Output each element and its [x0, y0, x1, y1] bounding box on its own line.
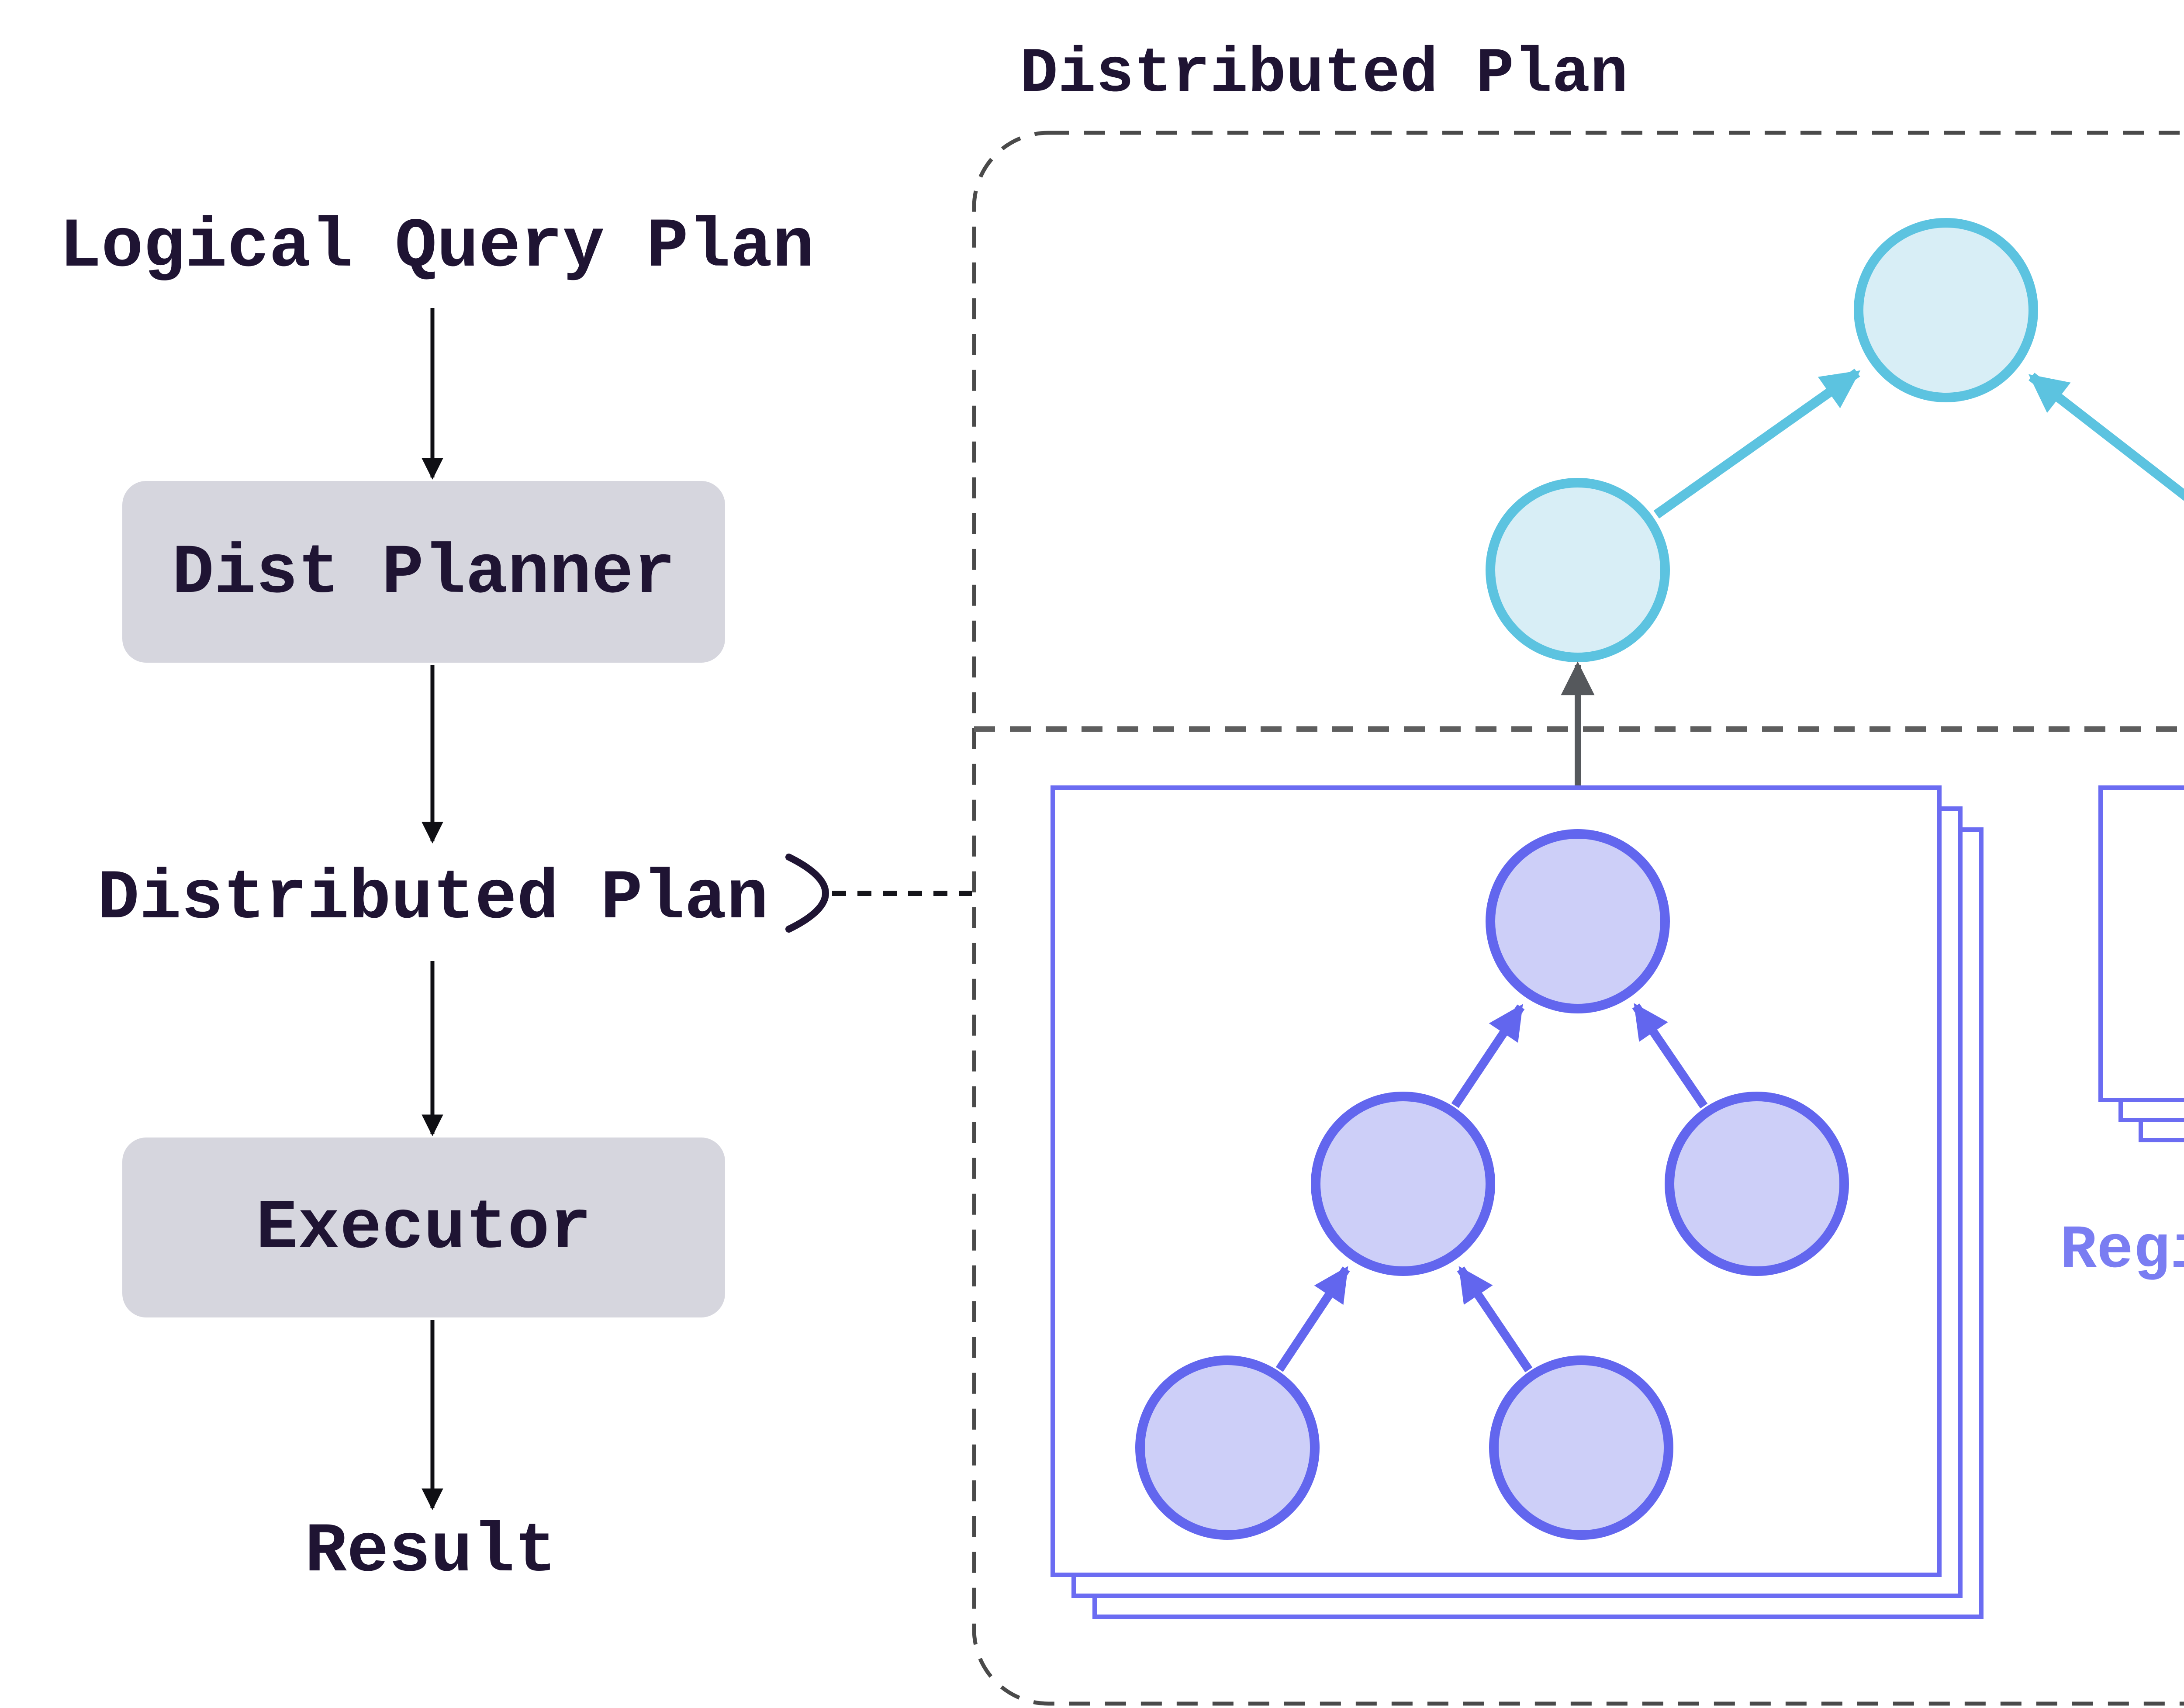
distributed-plan-container [972, 131, 2184, 1706]
datanode-node-mid-left [1311, 1092, 1495, 1276]
flowchart-panel: Logical Query Plan Dist Planner Distribu… [59, 208, 972, 1592]
region-stack-right [2098, 785, 2184, 1142]
datanode-edge-arrow-icon [1457, 1266, 1533, 1373]
distributed-plan-title: Distributed Plan [1020, 38, 1628, 110]
datanode-node-leaf-left [1135, 1355, 1320, 1540]
distributed-plan-label: Distributed Plan [97, 860, 768, 939]
executor-label: Executor [256, 1189, 591, 1269]
dist-planner-label: Dist Planner [172, 534, 675, 613]
datanode-node-mid-right [1665, 1092, 1849, 1276]
datanode-edge-arrow-icon [1632, 1003, 1708, 1109]
datanode-edge-arrow-icon [1451, 1004, 1525, 1108]
dist-planner-box [122, 481, 725, 663]
logical-query-plan-label: Logical Query Plan [59, 208, 814, 287]
frontend-node-root [1854, 218, 2038, 402]
executor-box [122, 1138, 725, 1317]
frontend-tree [1486, 218, 2184, 662]
brace-icon [785, 854, 829, 933]
frontend-node-left [1486, 478, 1670, 662]
region-stack-left [1051, 785, 1984, 1619]
regions-label: Regions [2060, 1216, 2184, 1286]
frontend-edge-arrow-icon [1653, 369, 1861, 519]
datanode-node-root [1486, 829, 1670, 1013]
result-label: Result [305, 1513, 556, 1592]
datanode-edge-arrow-icon [1275, 1266, 1350, 1372]
region-card [2098, 785, 2184, 1102]
datanode-node-leaf-right [1489, 1355, 1673, 1540]
frontend-edge-arrow-icon [2028, 373, 2184, 501]
